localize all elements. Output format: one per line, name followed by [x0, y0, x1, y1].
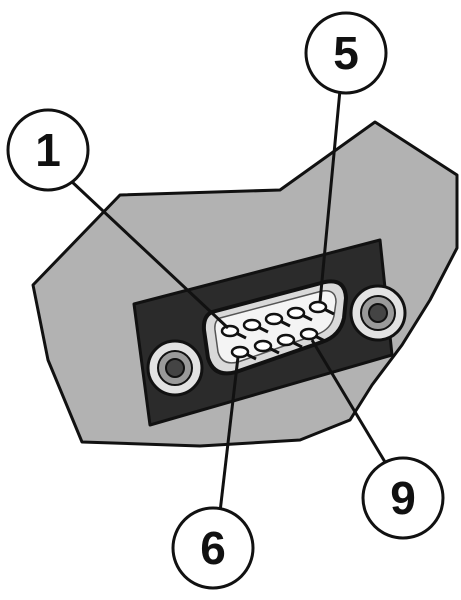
callout-1-label: 1	[35, 124, 61, 176]
callout-6-label: 6	[200, 522, 226, 574]
leader-lines	[68, 89, 387, 513]
left-screw	[146, 339, 204, 397]
callout-5: 5	[304, 11, 388, 95]
pin-3	[264, 312, 291, 328]
pin-8	[276, 333, 303, 349]
pin-1	[220, 324, 247, 340]
callout-9: 9	[361, 456, 445, 540]
callout-6: 6	[171, 506, 255, 590]
leader-line-1	[68, 178, 230, 330]
leader-line-9	[310, 339, 387, 463]
callout-5-label: 5	[333, 27, 359, 79]
callout-9-label: 9	[390, 472, 416, 524]
pin-6	[230, 345, 257, 361]
pin-4	[286, 306, 313, 322]
callout-1: 1	[6, 108, 90, 192]
right-screw	[349, 284, 407, 342]
pin-7	[253, 339, 280, 355]
leader-line-6	[218, 356, 240, 513]
pins-bottom-row	[230, 327, 326, 361]
leader-line-5	[318, 89, 342, 303]
pin-5	[308, 300, 335, 316]
pins-top-row	[220, 300, 335, 340]
pin-9	[299, 327, 326, 343]
pin-2	[242, 318, 269, 334]
